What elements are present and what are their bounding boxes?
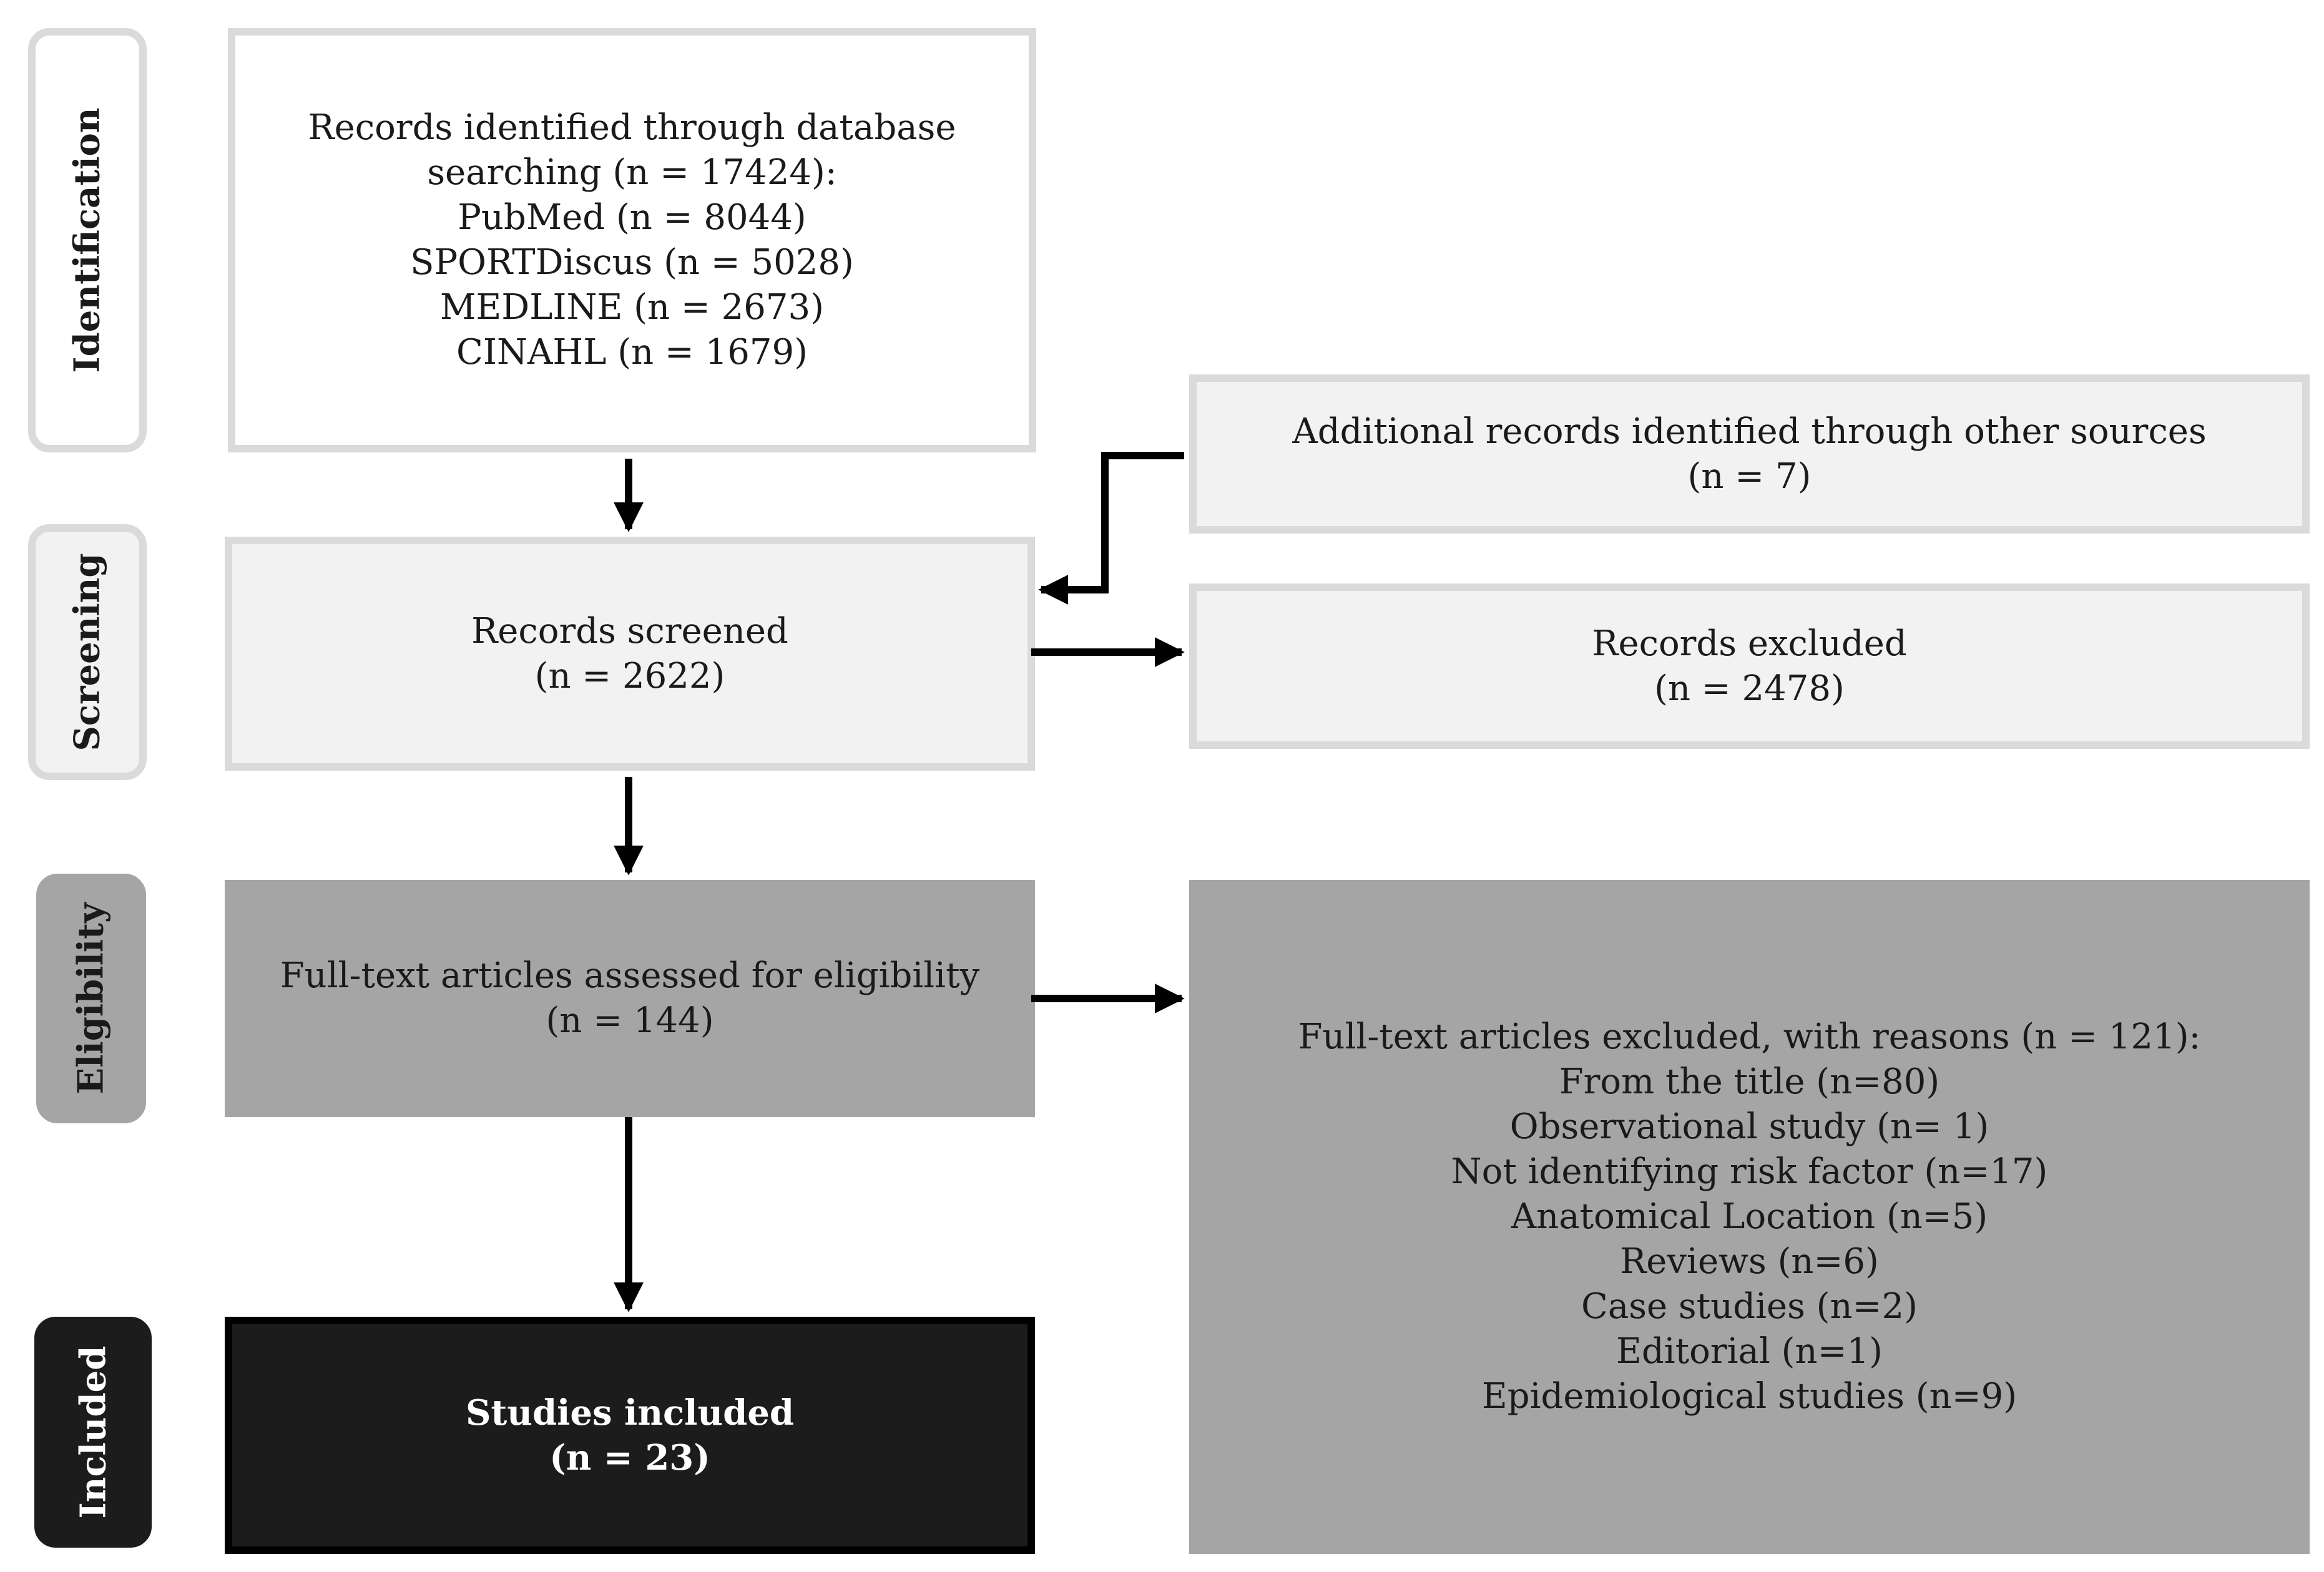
identification-line: PubMed (n = 8044) — [458, 197, 807, 238]
fulltext-assessed-count: (n = 144) — [546, 1000, 714, 1041]
identification-line: CINAHL (n = 1679) — [456, 332, 808, 373]
records-screened-box: Records screened (n = 2622) — [225, 537, 1035, 771]
additional-records-title: Additional records identified through ot… — [1292, 411, 2207, 452]
exclusion-reason: From the title (n=80) — [1559, 1062, 1940, 1102]
identification-line: SPORTDiscus (n = 5028) — [410, 242, 854, 283]
studies-included-title: Studies included — [465, 1392, 795, 1433]
exclusion-reason: Observational study (n= 1) — [1509, 1106, 1989, 1147]
identification-line: MEDLINE (n = 2673) — [440, 287, 824, 328]
exclusion-reason: Epidemiological studies (n=9) — [1481, 1376, 2018, 1417]
arrow-additional-to-screening — [1038, 452, 1184, 605]
identification-box: Records identified through database sear… — [228, 28, 1036, 452]
exclusion-reason: Case studies (n=2) — [1581, 1286, 1918, 1327]
records-screened-title: Records screened — [471, 610, 788, 652]
additional-records-count: (n = 7) — [1687, 456, 1812, 497]
fulltext-assessed-box: Full-text articles assessed for eligibil… — [225, 880, 1035, 1117]
phase-included: Included — [34, 1317, 152, 1548]
records-screened-count: (n = 2622) — [534, 655, 725, 696]
records-excluded-box: Records excluded (n = 2478) — [1189, 583, 2310, 749]
phase-eligibility: Eligibility — [36, 874, 146, 1123]
fulltext-excluded-header: Full-text articles excluded, with reason… — [1298, 1017, 2201, 1057]
phase-identification: Identification — [28, 28, 147, 452]
exclusion-reason: Anatomical Location (n=5) — [1511, 1196, 1988, 1237]
phase-screening: Screening — [28, 524, 147, 780]
identification-line: searching (n = 17424): — [427, 152, 837, 193]
studies-included-count: (n = 23) — [549, 1437, 710, 1478]
fulltext-assessed-title: Full-text articles assessed for eligibil… — [280, 955, 980, 996]
records-excluded-count: (n = 2478) — [1654, 668, 1845, 709]
studies-included-box: Studies included (n = 23) — [225, 1317, 1035, 1554]
exclusion-reason: Reviews (n=6) — [1620, 1241, 1879, 1282]
additional-records-box: Additional records identified through ot… — [1189, 374, 2310, 534]
fulltext-excluded-box: Full-text articles excluded, with reason… — [1189, 880, 2310, 1554]
records-excluded-title: Records excluded — [1592, 623, 1907, 664]
identification-line: Records identified through database — [308, 107, 956, 148]
exclusion-reason: Not identifying risk factor (n=17) — [1451, 1151, 2048, 1192]
exclusion-reason: Editorial (n=1) — [1616, 1331, 1883, 1372]
